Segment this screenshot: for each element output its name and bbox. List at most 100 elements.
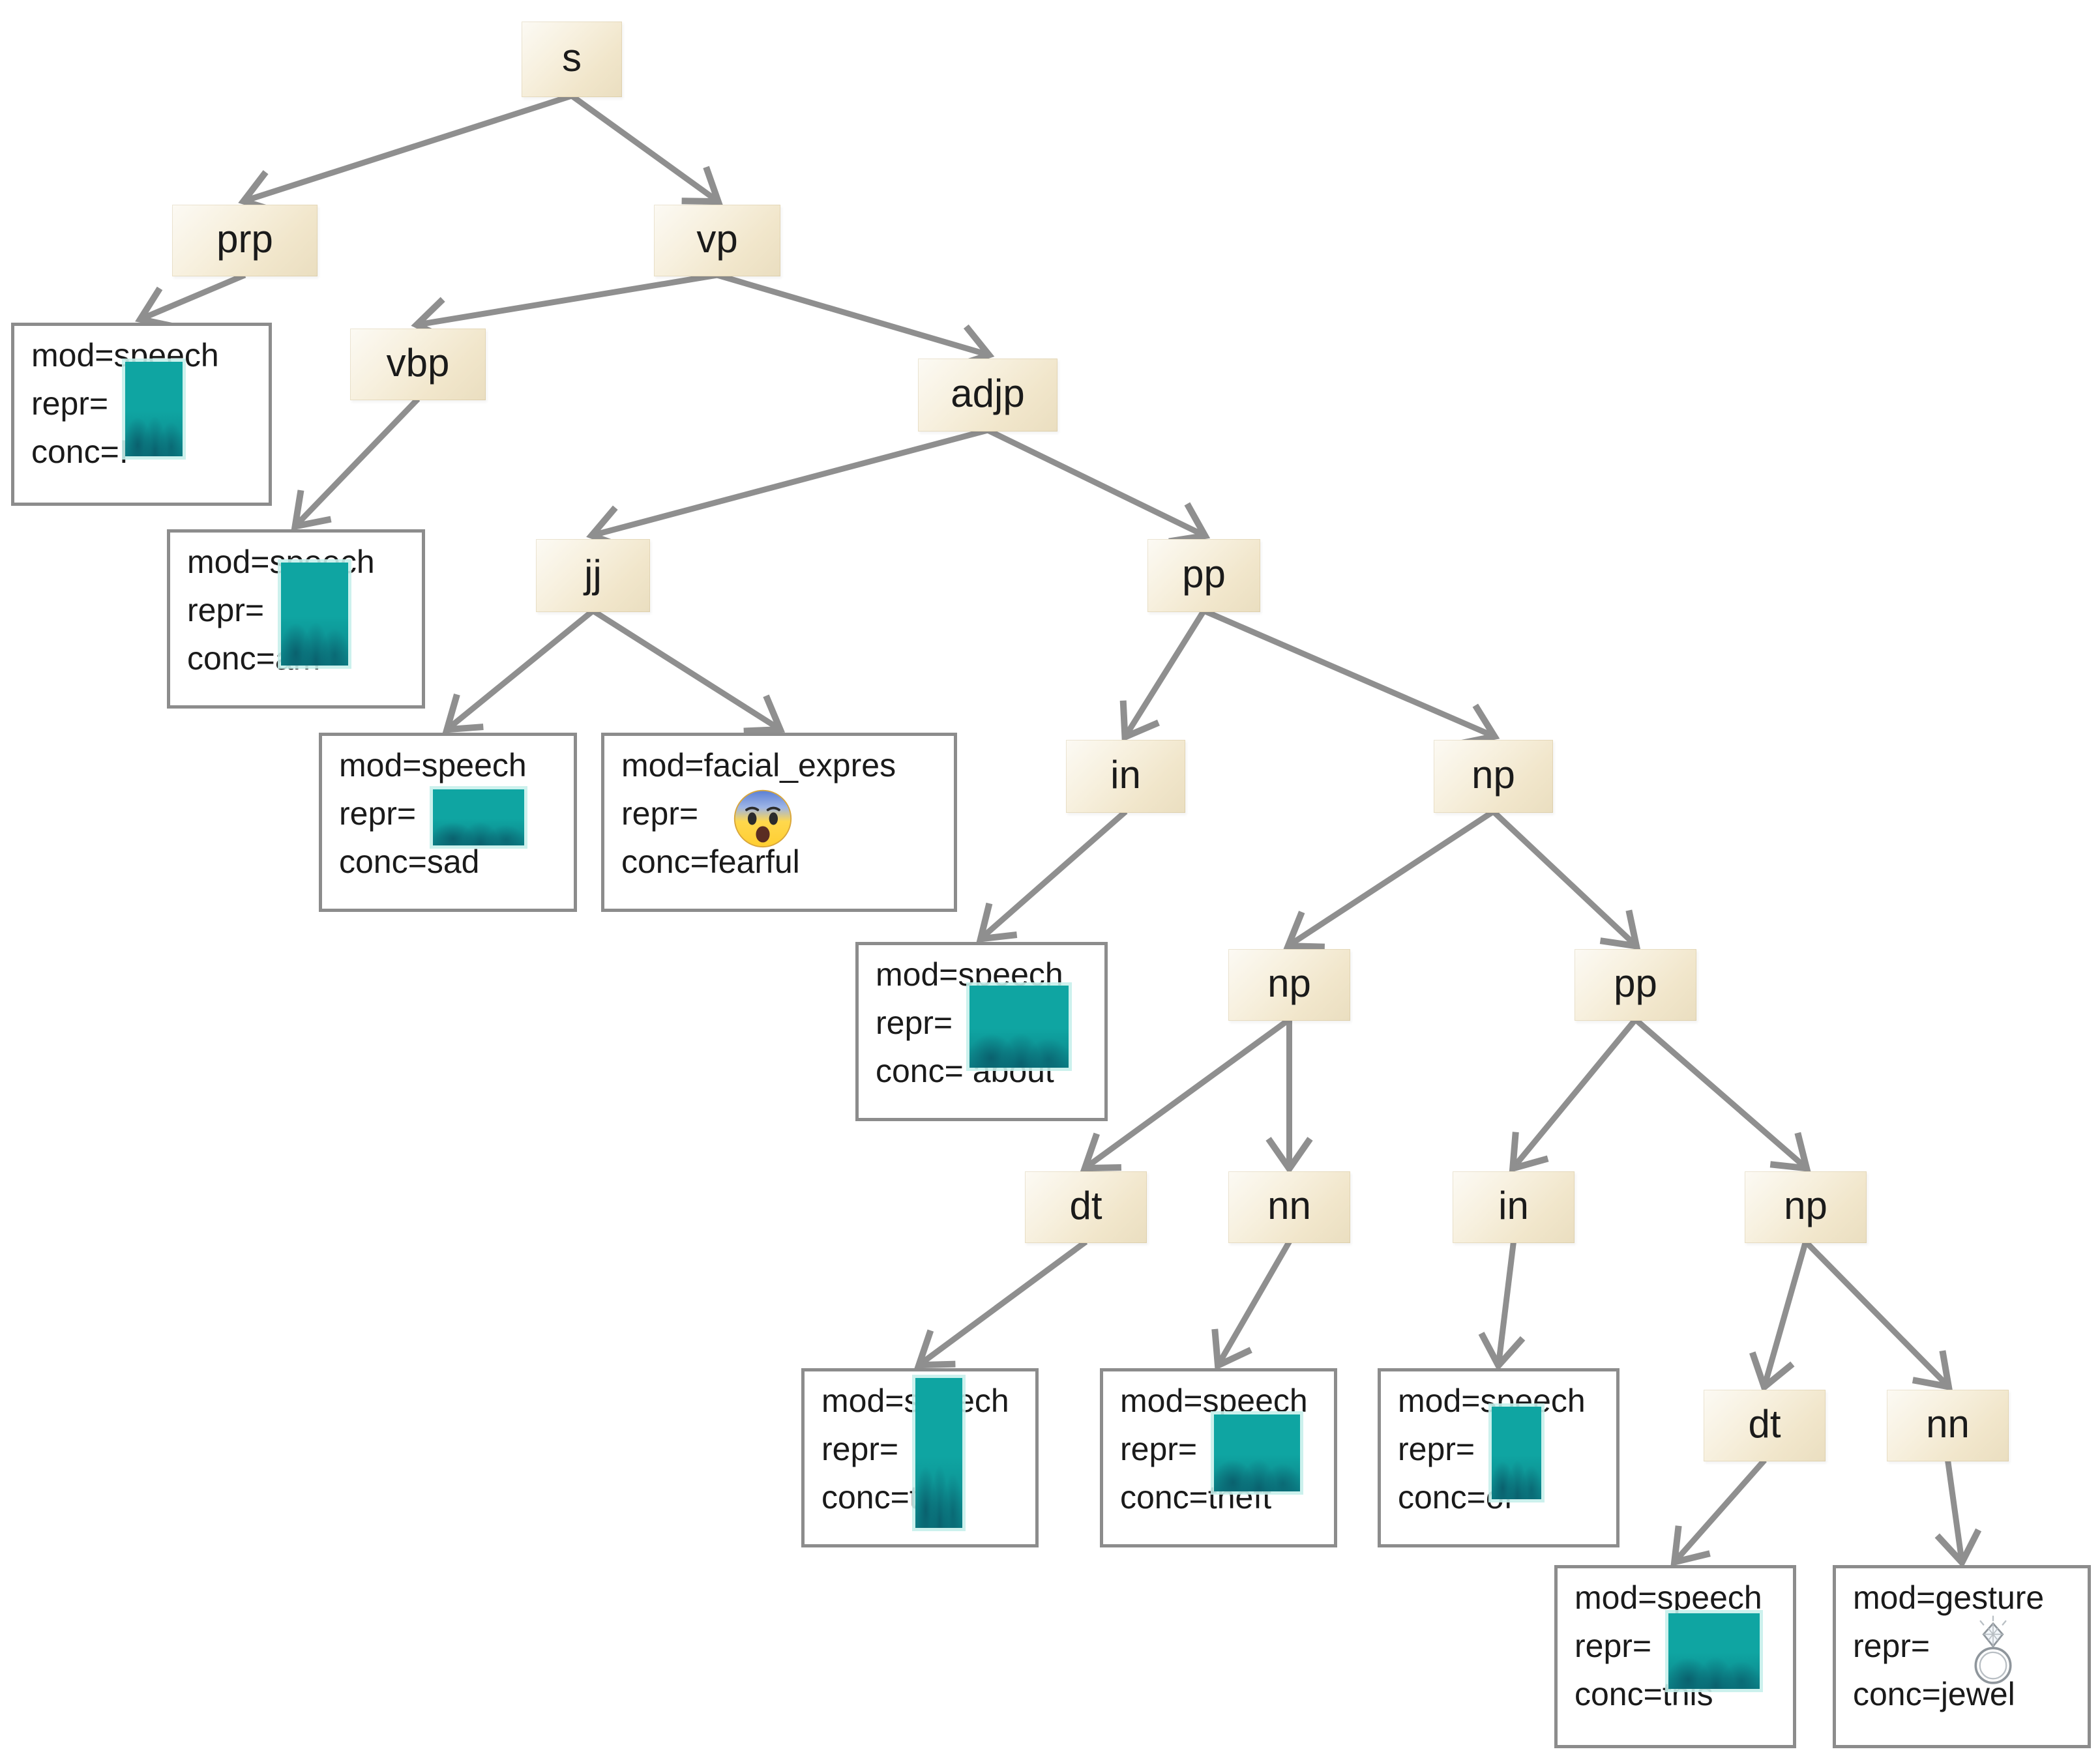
tag-node-jj: jj [536, 539, 650, 612]
ring-emoji-slot [1963, 1615, 2023, 1688]
leaf-mod-line: mod=speech [31, 337, 219, 374]
tree-edge-pp2-np3 [1633, 1017, 1811, 1173]
tree-edge-vp-vbp [411, 272, 718, 344]
tag-label: in [1110, 753, 1141, 797]
tag-node-pp1: pp [1147, 539, 1260, 612]
leaf-repr-line: repr= [187, 592, 265, 628]
leaf-repr-line: repr= [876, 1004, 953, 1041]
leaf-repr-line: repr= [1575, 1628, 1652, 1664]
tree-edge-in1-leafAbout [976, 809, 1128, 943]
tag-label: nn [1926, 1402, 1970, 1446]
tree-edge-dt1-leafThe [914, 1239, 1088, 1369]
tag-label: pp [1614, 961, 1657, 1005]
tree-edge-s-vp [570, 93, 723, 205]
tree-edge-np2-dt1 [1080, 1017, 1292, 1172]
tag-node-nn2: nn [1887, 1390, 2009, 1461]
tag-label: np [1784, 1184, 1827, 1227]
fearful-face-emoji [733, 789, 792, 848]
leaf-mod-line: mod=speech [1120, 1383, 1308, 1419]
tree-edge-in2-leafOf [1478, 1241, 1526, 1371]
tree-edge-np1-np2 [1283, 809, 1495, 950]
leaf-mod-line: mod=gesture [1853, 1579, 2045, 1616]
ring-emoji [1974, 1615, 2012, 1684]
spectrogram-thumbnail [433, 789, 524, 845]
tag-node-nn1: nn [1228, 1171, 1350, 1243]
tag-node-np3: np [1745, 1171, 1867, 1243]
tag-label: nn [1267, 1184, 1311, 1227]
tag-label: np [1267, 961, 1311, 1005]
leaf-mod-line: mod=speech [1398, 1383, 1586, 1419]
fearful-face-emoji-slot [732, 786, 794, 849]
leaf-repr-line: repr= [1120, 1431, 1198, 1467]
tree-edge-np3-dt2 [1749, 1240, 1809, 1393]
tag-label: prp [216, 217, 273, 261]
tag-node-in2: in [1453, 1171, 1575, 1243]
tree-edge-pp1-in1 [1119, 609, 1207, 742]
tree-edge-vp-adjp [716, 272, 995, 370]
tag-node-np1: np [1434, 740, 1553, 813]
tag-label: pp [1182, 552, 1226, 596]
leaf-mod-line: mod=speech [1575, 1579, 1762, 1616]
tree-edge-jj-leafFearful [591, 608, 786, 735]
tag-node-vbp: vbp [350, 329, 486, 400]
tree-edge-jj-leafSad [442, 608, 595, 733]
tag-label: in [1498, 1184, 1529, 1227]
tag-node-in1: in [1066, 740, 1185, 813]
leaf-mod-line: mod=speech [339, 747, 527, 784]
tag-label: dt [1069, 1184, 1102, 1227]
tag-node-dt1: dt [1025, 1171, 1147, 1243]
tag-node-pp2: pp [1575, 949, 1696, 1021]
leaf-repr-line: repr= [621, 795, 699, 832]
leaf-repr-line: repr= [31, 385, 109, 422]
spectrogram-thumbnail [1214, 1414, 1300, 1491]
tree-edge-prp-leafI [135, 272, 246, 330]
leaf-repr-line: repr= [821, 1431, 899, 1467]
tree-edge-dt2-leafThis [1670, 1458, 1767, 1567]
tag-label: adjp [951, 372, 1025, 415]
tag-node-s: s [522, 22, 622, 97]
tree-edge-nn2-leafJewel [1934, 1459, 1982, 1568]
tag-label: vbp [386, 341, 450, 385]
leaf-repr-line: repr= [339, 795, 417, 832]
tree-edge-pp1-np1 [1202, 608, 1500, 747]
leaf-node-i: mod=speech repr= conc=I [11, 323, 272, 506]
tag-label: jj [584, 552, 602, 596]
tree-edge-pp2-in2 [1509, 1018, 1638, 1173]
tag-label: s [562, 36, 582, 80]
leaf-repr-line: repr= [1398, 1431, 1475, 1467]
tree-edge-np1-pp2 [1491, 809, 1641, 950]
spectrogram-thumbnail [125, 362, 183, 456]
tree-edge-s-prp [238, 93, 573, 215]
spectrogram-thumbnail [281, 563, 348, 666]
tag-label: vp [696, 217, 738, 261]
tag-node-vp: vp [654, 205, 780, 276]
spectrogram-thumbnail [915, 1378, 962, 1528]
tag-node-dt2: dt [1704, 1390, 1826, 1461]
tree-edge-np3-nn2 [1803, 1239, 1953, 1391]
spectrogram-thumbnail [1492, 1407, 1541, 1499]
tree-edge-vbp-leafAm [291, 396, 421, 531]
leaf-conc-line: conc= about [876, 1053, 1054, 1089]
leaf-conc-line: conc=fearful [621, 843, 800, 880]
tree-edge-adjp-jj [586, 427, 989, 551]
tree-edge-adjp-pp1 [986, 427, 1211, 545]
leaf-conc-line: conc=I [31, 433, 128, 470]
spectrogram-thumbnail [1668, 1613, 1760, 1689]
leaf-mod-line: mod=speech [821, 1377, 1029, 1425]
leaf-repr-line: repr= [1853, 1628, 1930, 1664]
